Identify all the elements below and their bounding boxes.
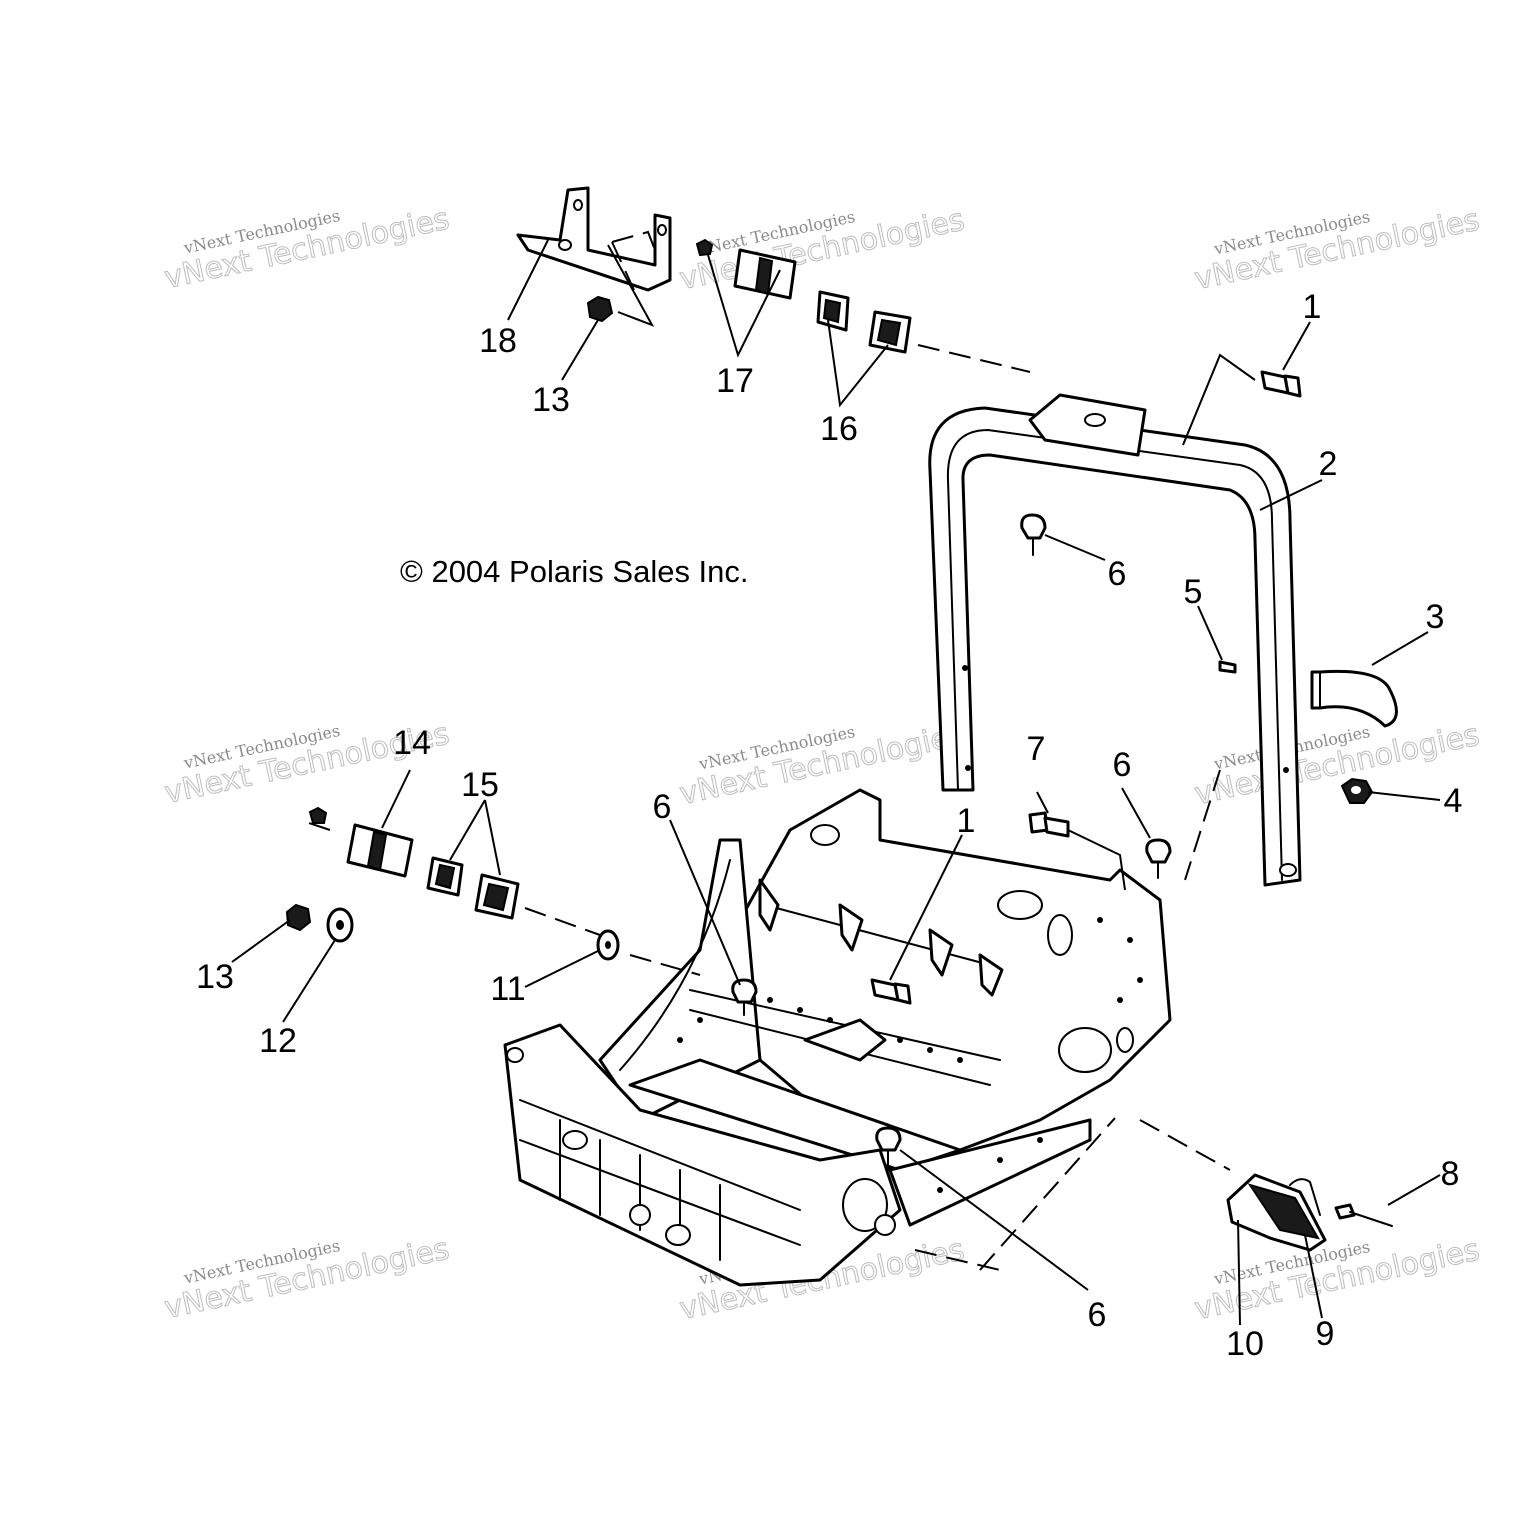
nut-4 — [1340, 777, 1374, 804]
callout-6-left: 6 — [653, 788, 672, 826]
callout-1-upper: 1 — [1303, 288, 1322, 326]
isolator-15-right — [474, 873, 520, 920]
callout-4: 4 — [1444, 782, 1463, 820]
callout-5: 5 — [1184, 573, 1203, 611]
washer-12 — [326, 907, 354, 943]
callout-8: 8 — [1441, 1155, 1460, 1193]
watermark-top-left: vNext Technologies vNext Technologies — [161, 201, 453, 297]
clip-6-right — [1145, 838, 1172, 879]
stud-17 — [695, 238, 714, 257]
pad-3 — [1310, 669, 1398, 728]
bolt-7 — [1028, 811, 1070, 838]
assembly-lines — [299, 230, 1231, 1271]
callout-15: 15 — [461, 766, 499, 804]
callout-3: 3 — [1426, 598, 1445, 636]
watermark-mid-right: vNext Technologies vNext Technologies — [1191, 717, 1483, 813]
tow-hook-10 — [1226, 1173, 1327, 1252]
isolator-16-left — [816, 290, 850, 332]
pin-9 — [1289, 1178, 1321, 1216]
bolt-1-upper — [1260, 370, 1302, 398]
callout-10: 10 — [1226, 1325, 1264, 1363]
leader-lines — [231, 239, 1441, 1326]
watermark-top-center: vNext Technologies vNext Technologies — [676, 202, 968, 298]
bolt-1-center — [870, 978, 912, 1005]
callout-6-upper: 6 — [1108, 555, 1127, 593]
callout-9: 9 — [1316, 1315, 1335, 1353]
callout-13-upper: 13 — [532, 381, 570, 419]
nut-13-upper — [586, 295, 614, 323]
isolator-16-right — [868, 310, 912, 354]
isolator-15-left — [426, 856, 464, 897]
callout-13-lower: 13 — [196, 958, 234, 996]
chassis-frame — [503, 788, 1172, 1287]
callout-12: 12 — [259, 1022, 297, 1060]
callout-7: 7 — [1027, 730, 1046, 768]
callout-17: 17 — [716, 362, 754, 400]
callout-6-lower: 6 — [1088, 1296, 1107, 1334]
copyright-text: © 2004 Polaris Sales Inc. — [400, 554, 749, 589]
watermark-top-right: vNext Technologies vNext Technologies — [1191, 202, 1483, 298]
hoop-bar — [928, 393, 1302, 887]
callout-2: 2 — [1319, 445, 1338, 483]
washer-11 — [596, 929, 620, 961]
bushing-17 — [733, 248, 797, 300]
callout-16: 16 — [820, 410, 858, 448]
pin-8 — [1334, 1203, 1393, 1227]
callout-6-right: 6 — [1113, 746, 1132, 784]
callout-11: 11 — [490, 970, 525, 1008]
nut-13-lower — [285, 903, 312, 932]
watermark-mid-center: vNext Technologies vNext Technologies — [676, 717, 968, 813]
screw-5 — [1218, 660, 1237, 674]
watermark-bottom-left: vNext Technologies vNext Technologies — [161, 1231, 453, 1327]
callout-18: 18 — [479, 322, 517, 360]
callout-1-center: 1 — [957, 802, 976, 840]
stud-14 — [308, 806, 328, 824]
callout-14: 14 — [393, 724, 431, 762]
clip-6-upper — [1020, 513, 1047, 556]
bracket-18 — [516, 186, 672, 292]
clip-6-left — [731, 978, 758, 1016]
clip-6-lower — [875, 1126, 902, 1166]
bushing-14 — [346, 823, 414, 878]
watermark-bottom-right: vNext Technologies vNext Technologies — [1191, 1232, 1483, 1328]
